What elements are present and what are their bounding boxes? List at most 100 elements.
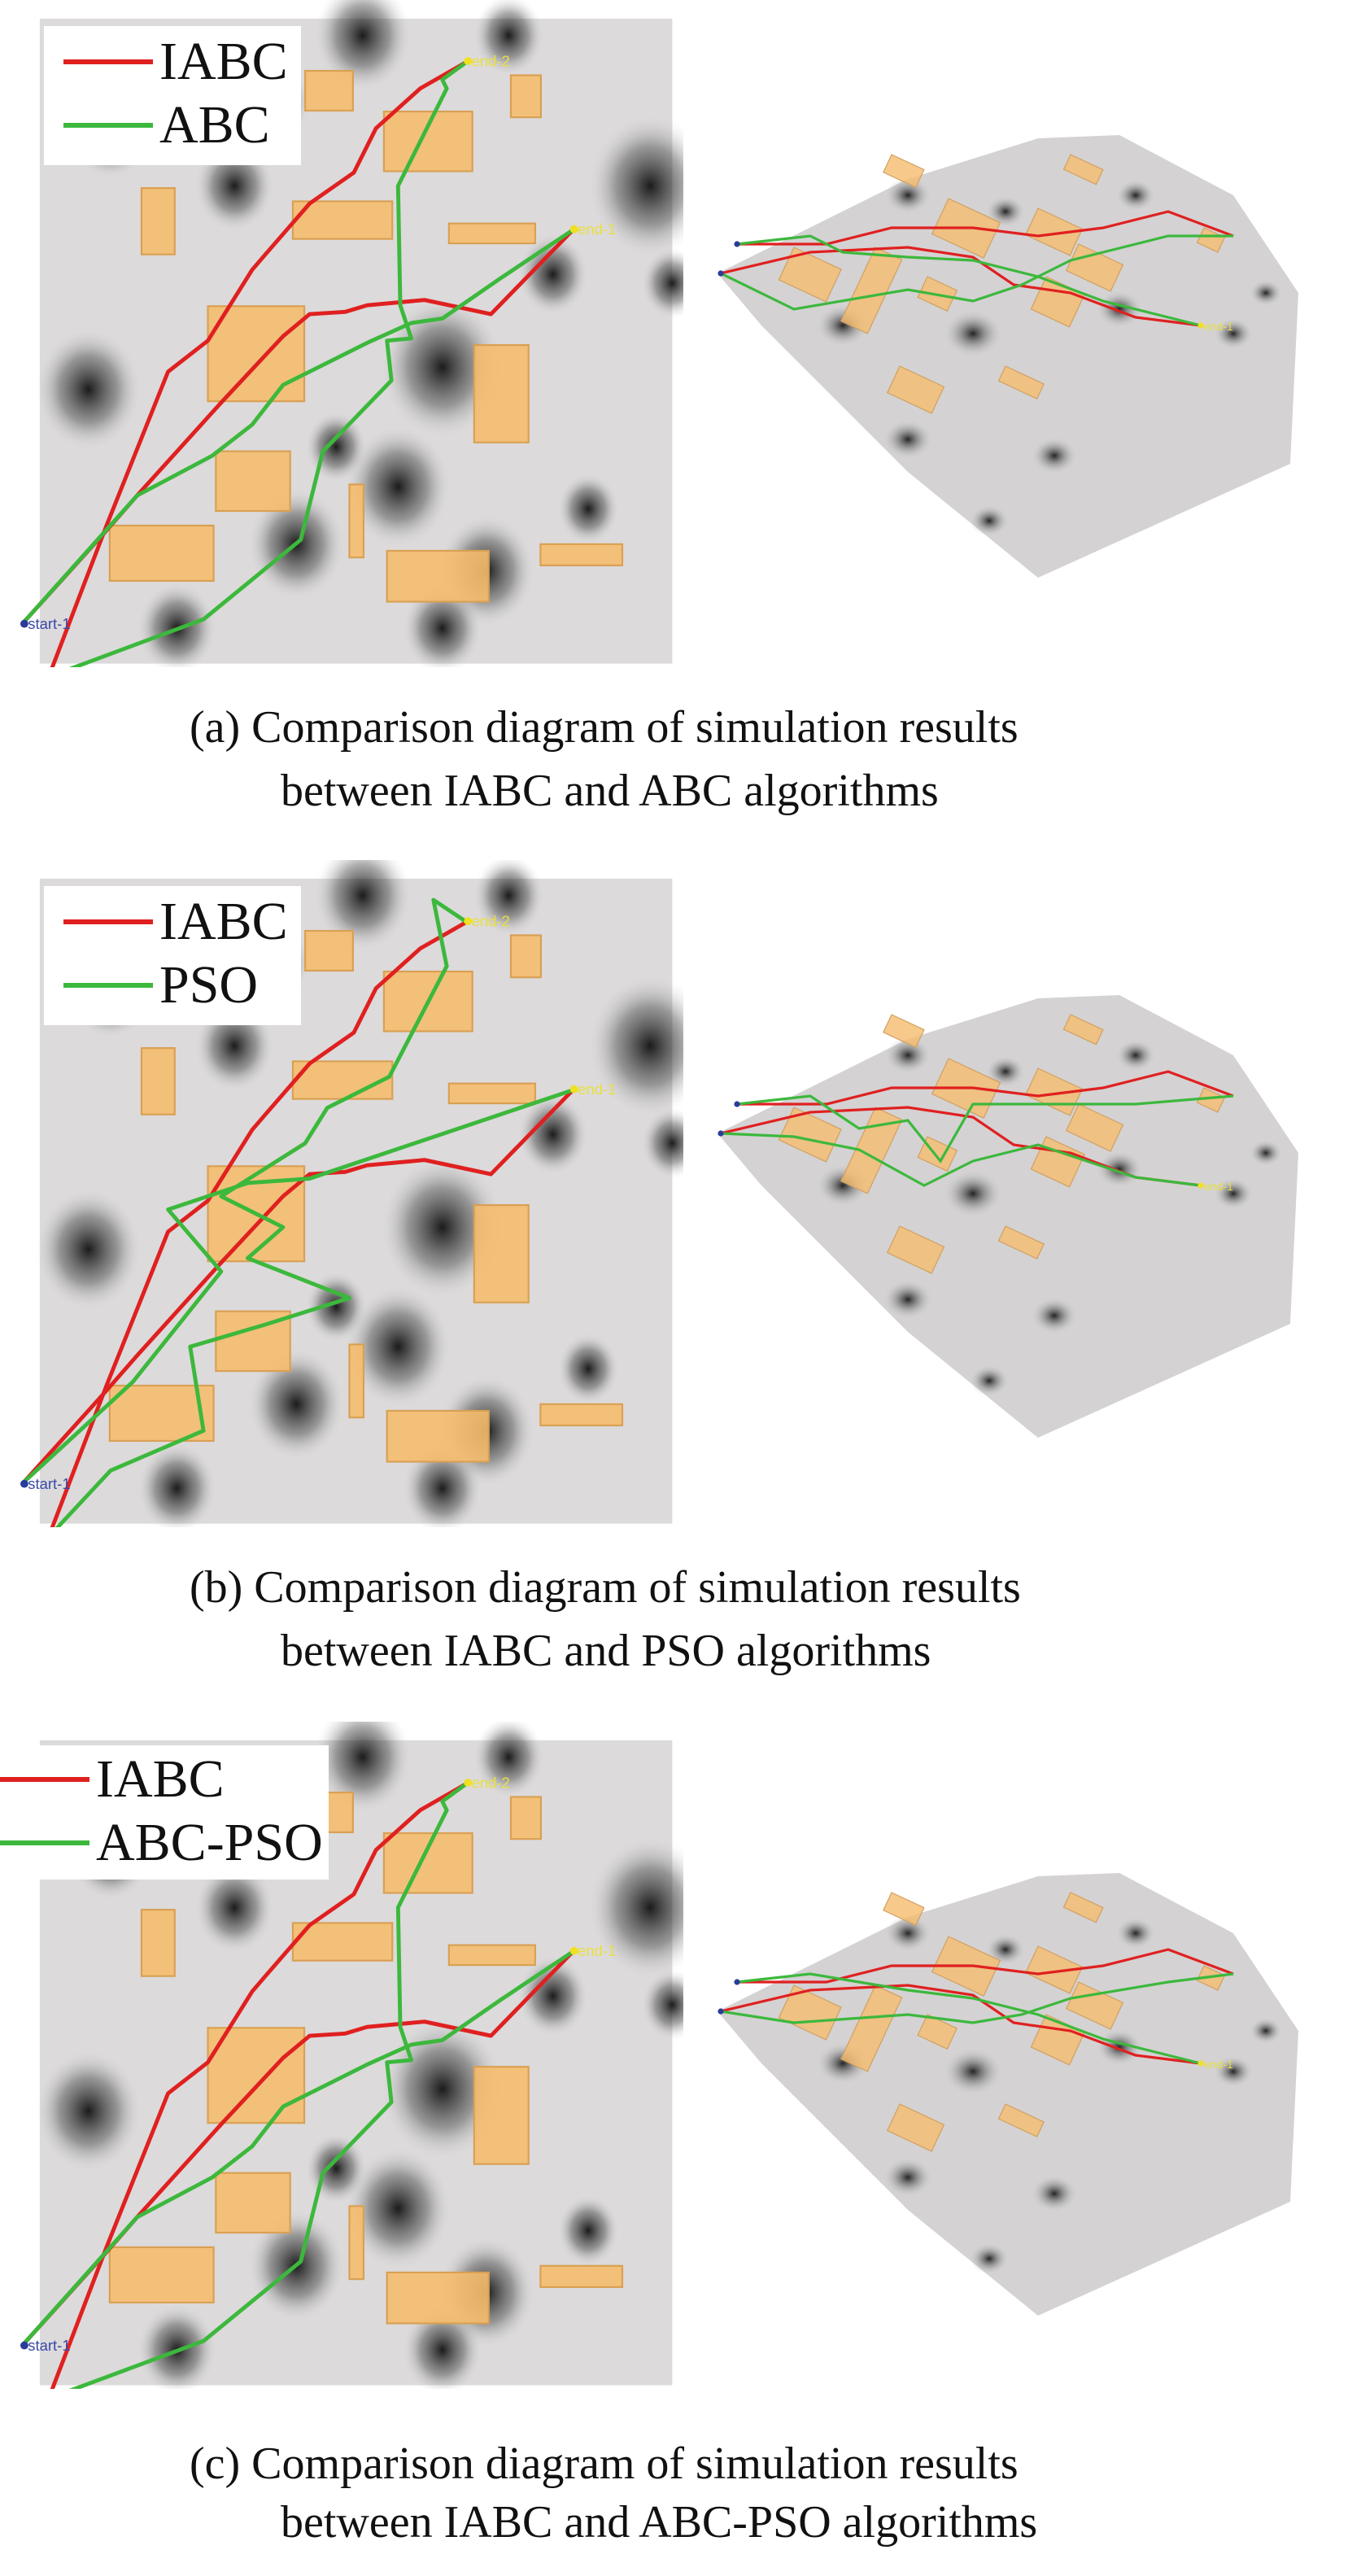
- end-1-marker: [569, 1946, 578, 1955]
- end-2-marker: [464, 1779, 473, 1787]
- obstacle-block: [473, 344, 530, 443]
- start-2-marker: [718, 2008, 724, 2015]
- obstacle-block: [447, 1082, 536, 1105]
- legend-item-compare: ABC-PSO: [0, 1810, 329, 1875]
- point-label: end-2: [472, 913, 510, 930]
- terrain-depression: [944, 310, 1002, 357]
- terrain-depression: [641, 1969, 683, 2041]
- terrain-depression: [883, 2158, 932, 2197]
- iabc-path: [50, 920, 468, 1527]
- terrain-depression: [1214, 1177, 1253, 1210]
- terrain-depression: [517, 1094, 589, 1176]
- legend-swatch-green: [0, 1840, 89, 1845]
- compare-path: [55, 897, 468, 1527]
- terrain-depression: [247, 1348, 346, 1460]
- compare-path: [23, 1949, 574, 2345]
- start-2-marker: [718, 270, 724, 277]
- obstacle-block: [1024, 207, 1084, 256]
- caption-line-1: (c) Comparison diagram of simulation res…: [190, 2438, 1019, 2489]
- terrain-surface: [718, 995, 1298, 1438]
- obstacle-block: [509, 934, 543, 979]
- obstacle-block: [840, 1984, 903, 2072]
- iabc-path: [720, 1984, 1202, 2065]
- start-1-marker: [734, 241, 740, 247]
- obstacle-block: [386, 549, 490, 603]
- terrain-depression: [1116, 1039, 1155, 1072]
- terrain-depression: [305, 2133, 368, 2204]
- obstacle-block: [883, 1892, 925, 1927]
- obstacle-block: [997, 2103, 1045, 2137]
- terrain-depression: [1097, 2028, 1142, 2066]
- terrain-depression: [885, 177, 931, 214]
- obstacle-block: [886, 2103, 945, 2152]
- iabc-path: [737, 1070, 1234, 1106]
- perspective-view-map: end-1: [718, 995, 1298, 1438]
- terrain-depression: [883, 1280, 932, 1319]
- obstacle-block: [386, 1409, 490, 1463]
- legend-swatch-red: [63, 919, 153, 924]
- legend-label: IABC: [96, 1749, 225, 1809]
- terrain-depression: [35, 2050, 142, 2172]
- terrain-depression: [641, 247, 683, 319]
- terrain-depression: [1032, 437, 1077, 474]
- obstacle-block: [1062, 1014, 1104, 1046]
- obstacle-block: [1196, 1087, 1226, 1113]
- terrain-depression: [1250, 280, 1282, 306]
- legend: IABC PSO: [44, 886, 301, 1025]
- point-label: end-1: [1204, 2058, 1233, 2071]
- iabc-path: [50, 1782, 468, 2389]
- obstacle-block: [215, 450, 291, 513]
- terrain-depression: [1250, 2018, 1282, 2044]
- obstacle-block: [140, 187, 176, 255]
- obstacle-block: [386, 2271, 490, 2325]
- obstacle-block: [1065, 1103, 1124, 1152]
- compare-path: [736, 1972, 1202, 2065]
- perspective-view-map: end-1: [718, 135, 1298, 578]
- obstacle-block: [539, 543, 624, 566]
- compare-path: [68, 60, 469, 667]
- terrain-depression: [588, 974, 683, 1117]
- obstacle-block: [886, 1225, 945, 1274]
- terrain-depression: [473, 1722, 544, 1798]
- obstacle-block: [207, 2027, 306, 2124]
- terrain-depression: [1214, 2055, 1253, 2088]
- obstacle-block: [539, 2264, 624, 2288]
- legend-item-iabc: IABC: [44, 29, 301, 94]
- legend-item-iabc: IABC: [44, 889, 301, 954]
- obstacle-block: [108, 524, 215, 583]
- terrain-depression: [970, 2242, 1009, 2275]
- obstacle-block: [539, 1403, 624, 1426]
- start-2-marker: [718, 1130, 724, 1137]
- terrain-depression: [986, 1933, 1025, 1966]
- compare-path: [720, 1132, 1202, 1187]
- legend-swatch-green: [63, 123, 153, 128]
- terrain-depression: [883, 420, 932, 459]
- start-1-marker: [20, 2341, 28, 2350]
- terrain-depression: [305, 1271, 368, 1343]
- terrain-depression: [588, 1836, 683, 1979]
- terrain-depression: [557, 1333, 620, 1405]
- compare-path: [720, 234, 1233, 311]
- legend-label: PSO: [159, 955, 259, 1015]
- point-label: end-1: [578, 220, 616, 238]
- point-label: end-2: [472, 53, 510, 70]
- terrain-depression: [35, 1188, 142, 1311]
- obstacle-block: [509, 74, 543, 119]
- end-1-marker: [1197, 2060, 1204, 2067]
- compare-path: [720, 1972, 1234, 2024]
- terrain-depression: [986, 195, 1025, 228]
- iabc-path: [23, 1089, 574, 1483]
- obstacle-block: [140, 1047, 176, 1116]
- obstacle-block: [447, 1944, 536, 1967]
- obstacle-block: [348, 1343, 364, 1419]
- terrain-depression: [473, 0, 544, 76]
- obstacle-block: [348, 483, 364, 559]
- terrain-surface: [718, 135, 1298, 578]
- legend-item-compare: ABC: [44, 93, 301, 158]
- caption-line-1: (b) Comparison diagram of simulation res…: [190, 1562, 1021, 1613]
- caption-line-2: between IABC and ABC-PSO algorithms: [281, 2497, 1038, 2548]
- legend-swatch-green: [63, 983, 153, 988]
- terrain-depression: [1116, 179, 1155, 212]
- terrain-depression: [885, 1915, 931, 1952]
- obstacle-block: [304, 929, 354, 972]
